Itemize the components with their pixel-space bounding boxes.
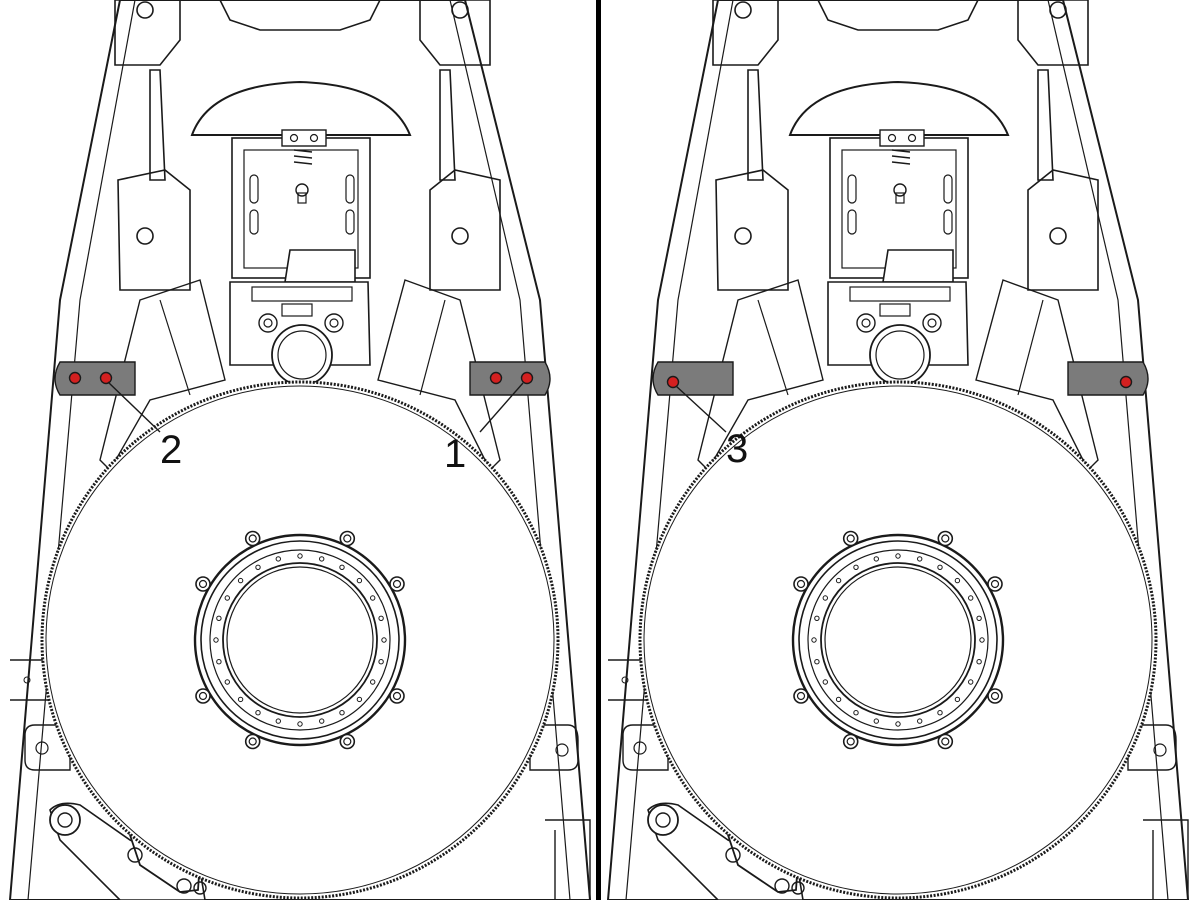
marker-left-outer	[68, 371, 82, 385]
left-view: 2 1	[8, 0, 592, 900]
view-divider	[596, 0, 601, 900]
callout-3: 3	[726, 427, 748, 471]
callout-1: 1	[444, 432, 466, 476]
marker-left-inner	[99, 371, 113, 385]
marker-right-view-left	[666, 375, 680, 389]
right-view: 3	[606, 0, 1190, 900]
leader-line-3	[675, 385, 727, 433]
callout-2: 2	[160, 428, 182, 472]
leader-line-1	[479, 382, 524, 433]
marker-right-inner	[489, 371, 503, 385]
marker-right-view-right	[1119, 375, 1133, 389]
marker-right-outer	[520, 371, 534, 385]
leader-line-2	[107, 381, 161, 433]
